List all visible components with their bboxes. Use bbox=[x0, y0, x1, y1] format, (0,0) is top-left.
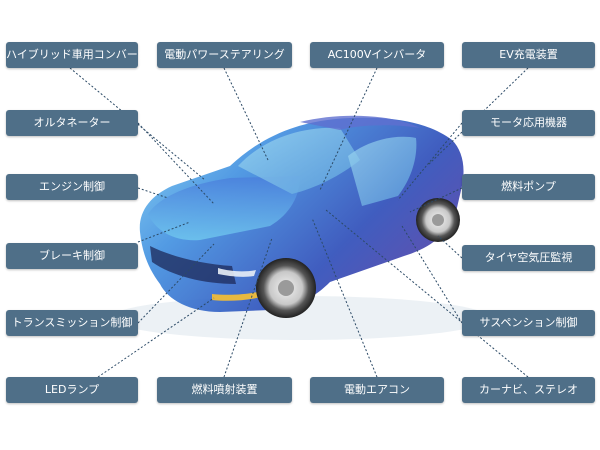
label-engine-control: エンジン制御 bbox=[6, 174, 138, 200]
front-wheel-hub bbox=[278, 280, 294, 296]
car-roof bbox=[300, 115, 420, 130]
label-car-navigation-stereo: カーナビ、ステレオ bbox=[462, 377, 595, 403]
leader-line bbox=[401, 225, 463, 324]
leader-line bbox=[137, 122, 215, 205]
car-headlight-left bbox=[218, 268, 256, 277]
leader-line bbox=[319, 67, 378, 191]
label-ac100v-inverter: AC100Vインバータ bbox=[310, 42, 444, 68]
label-tire-pressure-monitoring: タイヤ空気圧監視 bbox=[462, 245, 595, 271]
leader-line bbox=[223, 237, 273, 378]
car-grille bbox=[150, 246, 236, 284]
car-hood bbox=[148, 176, 300, 241]
leader-line bbox=[69, 67, 206, 181]
label-alternator: オルタネーター bbox=[6, 110, 138, 136]
leader-line bbox=[311, 217, 378, 378]
label-fuel-pump: 燃料ポンプ bbox=[462, 174, 595, 200]
leader-line bbox=[397, 122, 463, 201]
leader-line bbox=[137, 187, 169, 199]
label-suspension-control: サスペンション制御 bbox=[462, 310, 595, 336]
label-led-lamp: LEDランプ bbox=[6, 377, 138, 403]
label-ev-charger: EV充電装置 bbox=[462, 42, 595, 68]
label-motor-applications: モータ応用機器 bbox=[462, 110, 595, 136]
label-brake-control: ブレーキ制御 bbox=[6, 243, 138, 269]
leader-line bbox=[137, 221, 191, 243]
rear-wheel-hub bbox=[432, 214, 444, 226]
label-transmission-control: トランスミッション制御 bbox=[6, 310, 138, 336]
car-side-window bbox=[348, 136, 417, 206]
leader-line bbox=[409, 187, 463, 213]
label-hybrid-converter: ハイブリッド車用コンバータ bbox=[6, 42, 149, 68]
leader-line bbox=[97, 297, 215, 378]
car-windshield bbox=[238, 127, 360, 194]
leader-line bbox=[437, 235, 463, 259]
label-electric-air-conditioner: 電動エアコン bbox=[310, 377, 444, 403]
leader-line bbox=[223, 67, 269, 161]
leader-lines bbox=[69, 67, 529, 378]
label-fuel-injection: 燃料噴射装置 bbox=[157, 377, 292, 403]
car-headlight bbox=[212, 290, 266, 301]
label-electric-power-steering: 電動パワーステアリング bbox=[157, 42, 292, 68]
